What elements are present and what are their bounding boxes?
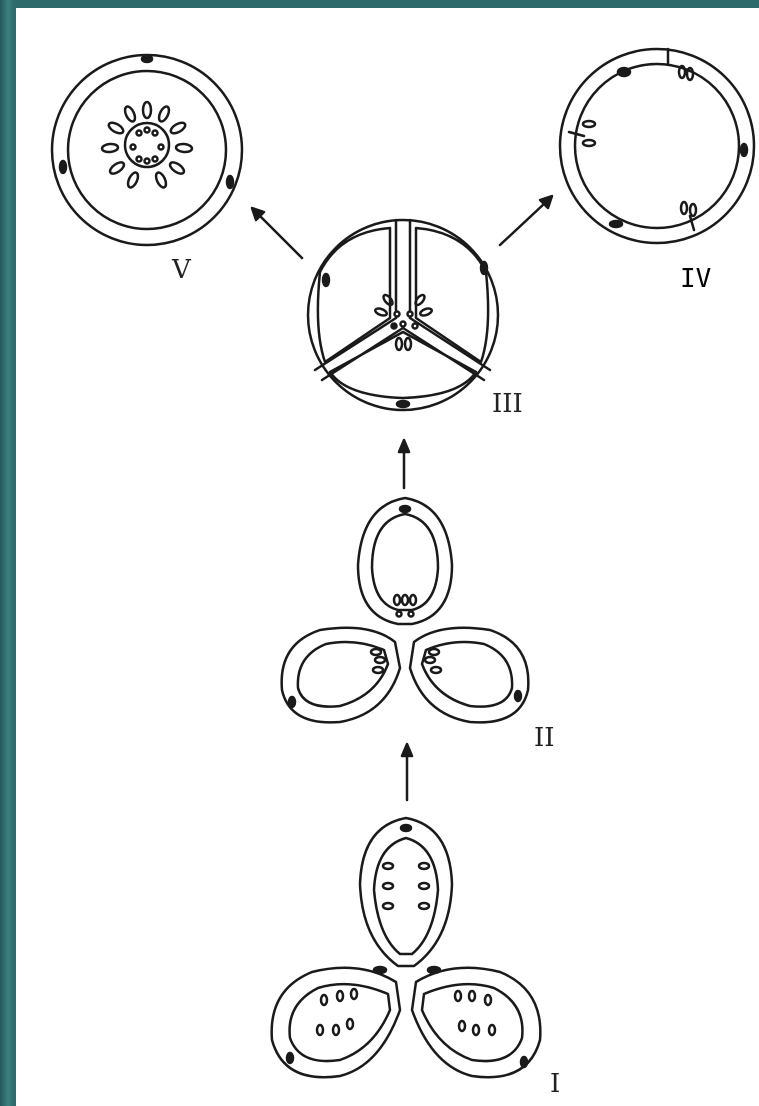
label-iii: III <box>492 389 523 419</box>
arrow-to-iii <box>399 440 409 488</box>
diagram-v <box>52 55 242 245</box>
label-i: I <box>550 1069 560 1099</box>
label-iv: IV <box>680 264 711 294</box>
arrow-to-v <box>252 208 302 258</box>
diagram-iv <box>560 49 754 243</box>
label-ii: II <box>534 723 555 753</box>
diagram-ii <box>282 498 529 722</box>
label-v: V <box>171 255 192 285</box>
arrow-to-ii <box>402 744 412 800</box>
diagram-iii <box>308 220 498 410</box>
arrow-to-iv <box>500 196 552 245</box>
diagram-i <box>272 818 541 1077</box>
